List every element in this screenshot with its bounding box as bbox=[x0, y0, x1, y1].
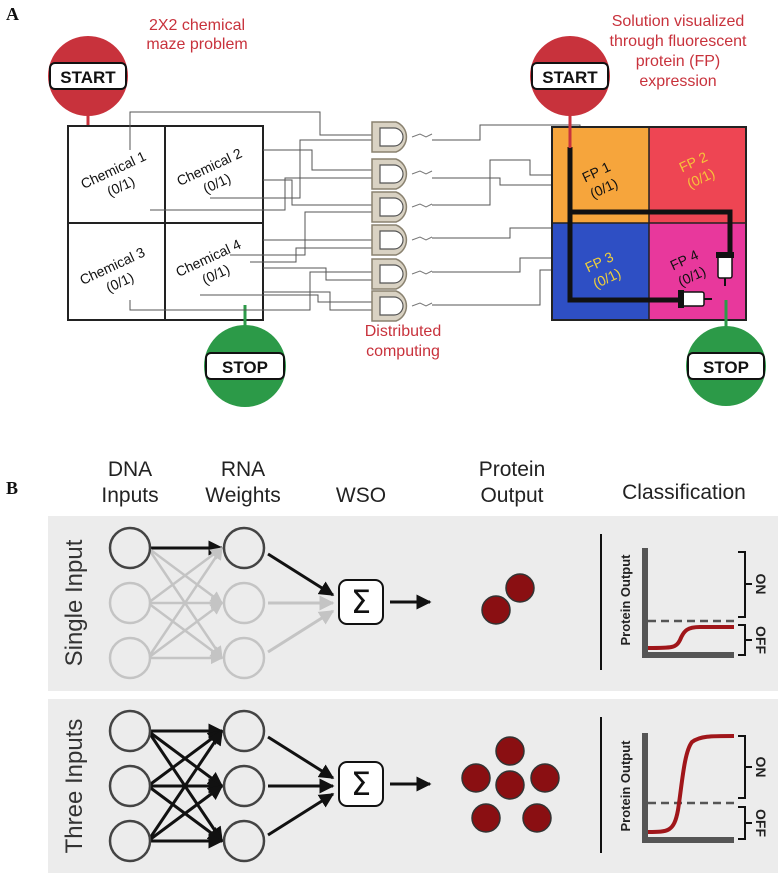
wso-box-single: Σ bbox=[338, 579, 432, 625]
logic-gate bbox=[371, 290, 433, 322]
header-protein-2: Output bbox=[480, 484, 543, 507]
fp-cell-2-bg bbox=[649, 127, 746, 223]
three-inputs-network bbox=[108, 709, 335, 863]
fp-grid: FP 1 (0/1) FP 2 (0/1) FP 3 (0/1) FP 4 (0… bbox=[551, 126, 747, 321]
off-label-three: OFF bbox=[753, 809, 769, 837]
solution-line4: expression bbox=[639, 73, 716, 90]
stop-label-right: STOP bbox=[703, 358, 749, 377]
input-weight-connection bbox=[147, 784, 224, 843]
dna-input-node bbox=[108, 526, 152, 570]
rna-weight-node bbox=[222, 581, 266, 625]
panel-a: A 2X2 chemical maze problem START Chemic… bbox=[6, 4, 766, 407]
weight-sum-connection bbox=[267, 792, 335, 837]
dna-input-node bbox=[108, 581, 152, 625]
sigma-symbol-single: Σ bbox=[351, 583, 371, 621]
start-badge-left: START bbox=[48, 36, 128, 150]
start-label-right: START bbox=[542, 68, 598, 87]
logic-gate bbox=[371, 258, 433, 290]
header-rna-1: RNA bbox=[221, 458, 265, 481]
header-dna-1: DNA bbox=[108, 458, 152, 481]
logic-gate bbox=[371, 121, 433, 153]
pointing-hand-icon-2 bbox=[678, 290, 712, 308]
protein-dots-three bbox=[461, 736, 560, 833]
maze-title-line2: maze problem bbox=[146, 36, 247, 53]
protein-dot bbox=[461, 763, 491, 793]
header-dna-2: Inputs bbox=[101, 484, 158, 507]
chemical-maze-grid: Chemical 1 (0/1) Chemical 2 (0/1) Chemic… bbox=[67, 125, 264, 321]
weight-sum-connection bbox=[267, 552, 335, 597]
dna-input-node bbox=[108, 764, 152, 808]
protein-dot bbox=[522, 803, 552, 833]
rna-weight-node bbox=[222, 819, 266, 863]
protein-dot bbox=[471, 803, 501, 833]
output-wires bbox=[432, 124, 610, 306]
sigma-symbol-three: Σ bbox=[351, 765, 371, 803]
distributed-gates bbox=[371, 121, 433, 322]
wso-box-three: Σ bbox=[338, 761, 432, 807]
panel-b-label: B bbox=[6, 478, 18, 498]
input-wires bbox=[129, 111, 372, 311]
protein-dots-single bbox=[481, 573, 535, 625]
maze-title-line1: 2X2 chemical bbox=[149, 17, 245, 34]
protein-dot bbox=[481, 595, 511, 625]
stop-badge-right: STOP bbox=[686, 300, 766, 406]
protein-dot bbox=[495, 736, 525, 766]
rna-weight-node bbox=[222, 764, 266, 808]
header-wso: WSO bbox=[336, 484, 386, 507]
column-headers: DNA Inputs RNA Weights WSO Protein Outpu… bbox=[101, 458, 745, 507]
classification-plot-three: Protein Output ON OFF bbox=[600, 717, 769, 853]
input-weight-connection bbox=[146, 546, 224, 659]
single-input-network bbox=[108, 526, 335, 680]
dna-input-node bbox=[108, 636, 152, 680]
header-rna-2: Weights bbox=[205, 484, 280, 507]
start-label-left: START bbox=[60, 68, 116, 87]
logic-gate bbox=[371, 224, 433, 256]
dna-input-node bbox=[108, 709, 152, 753]
three-inputs-label: Three Inputs bbox=[61, 719, 88, 854]
header-protein-1: Protein bbox=[479, 458, 546, 481]
response-curve-three bbox=[647, 734, 735, 834]
input-weight-connection bbox=[147, 546, 224, 605]
distributed-line2: computing bbox=[366, 343, 440, 360]
solution-line3: protein (FP) bbox=[636, 53, 720, 70]
logic-gate bbox=[371, 158, 433, 190]
start-badge-right: START bbox=[530, 36, 610, 148]
protein-dot bbox=[530, 763, 560, 793]
solution-path bbox=[567, 147, 733, 303]
dna-input-node bbox=[108, 819, 152, 863]
response-curve-single bbox=[647, 625, 734, 650]
protein-dot bbox=[505, 573, 535, 603]
panel-a-label: A bbox=[6, 4, 19, 24]
distributed-line1: Distributed bbox=[365, 323, 441, 340]
single-input-label: Single Input bbox=[61, 539, 88, 666]
solution-line2: through fluorescent bbox=[610, 33, 748, 50]
on-label-three: ON bbox=[753, 757, 769, 778]
protein-dot bbox=[495, 770, 525, 800]
off-label-single: OFF bbox=[753, 626, 769, 654]
input-weight-connection bbox=[147, 601, 224, 660]
solution-line1: Solution visualized bbox=[612, 13, 745, 30]
stop-label-left: STOP bbox=[222, 358, 268, 377]
rna-weight-node bbox=[222, 526, 266, 570]
axis-label-three: Protein Output bbox=[618, 740, 633, 832]
rna-weight-node bbox=[222, 709, 266, 753]
weight-sum-connection bbox=[267, 609, 335, 654]
on-label-single: ON bbox=[753, 574, 769, 595]
input-weight-connection bbox=[146, 729, 224, 842]
panel-b: B DNA Inputs RNA Weights WSO Protein Out… bbox=[6, 458, 778, 873]
weight-sum-connection bbox=[267, 735, 335, 780]
axis-label-single: Protein Output bbox=[618, 554, 633, 646]
logic-gate bbox=[371, 191, 433, 223]
header-classification: Classification bbox=[622, 481, 746, 504]
classification-plot-single: Protein Output ON OFF bbox=[600, 534, 769, 670]
pointing-hand-icon bbox=[716, 252, 734, 286]
rna-weight-node bbox=[222, 636, 266, 680]
